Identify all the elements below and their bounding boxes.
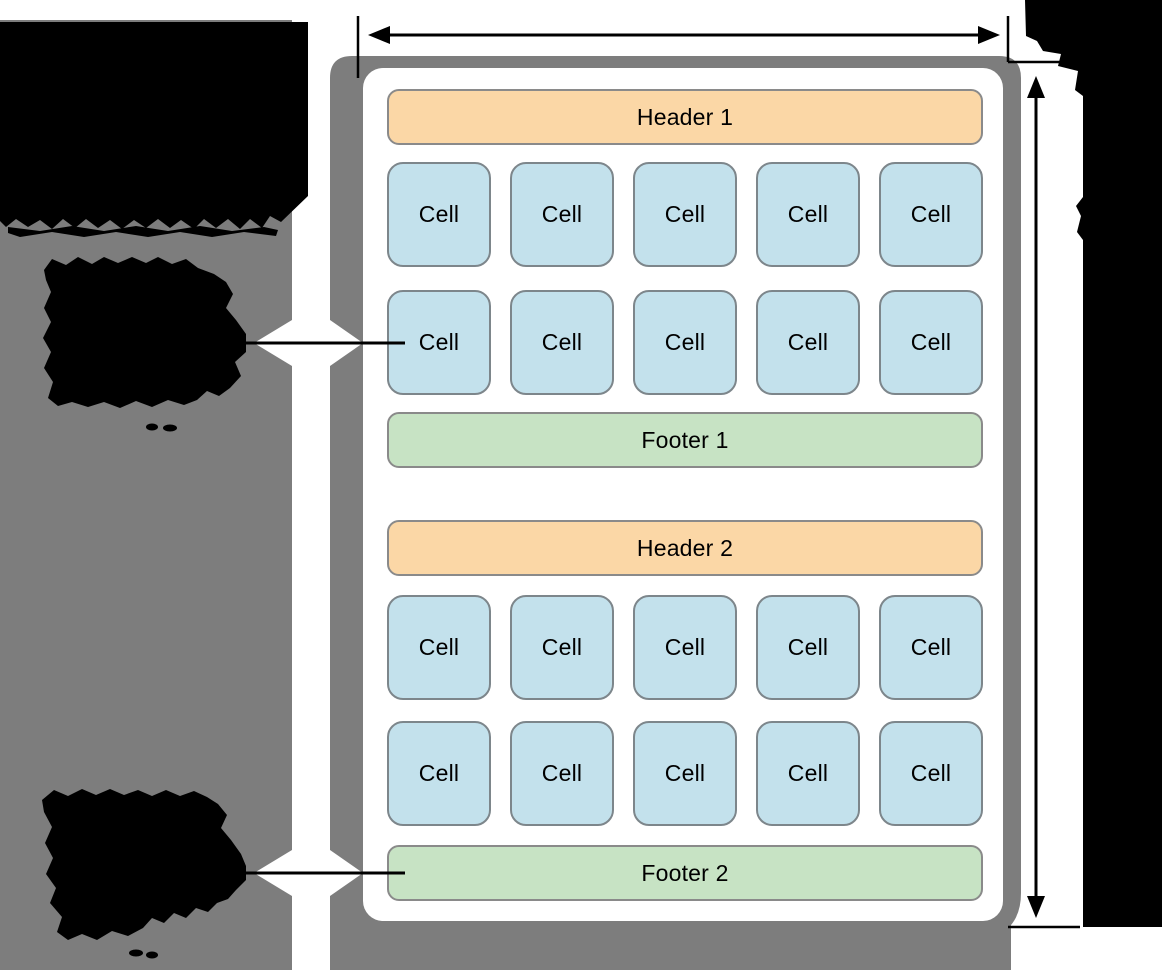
cell: Cell [387,721,491,826]
cell: Cell [879,290,983,395]
annotation-crumb [129,949,143,957]
arrowhead-up-icon [1027,76,1045,98]
section-1-footer: Footer 1 [387,412,983,468]
annotation-blob-bottom-left [42,789,246,940]
cell: Cell [510,290,614,395]
arrowhead-right-icon [978,26,1000,44]
cell: Cell [756,721,860,826]
height-dimension-arrow [1027,76,1045,918]
cell: Cell [879,595,983,700]
cell: Cell [510,595,614,700]
section-2-footer: Footer 2 [387,845,983,901]
cell: Cell [879,721,983,826]
cell: Cell [633,721,737,826]
arrowhead-left-icon [368,26,390,44]
width-dimension-arrow [368,26,1000,44]
annotation-blob-right-column [1025,0,1162,927]
cell: Cell [756,595,860,700]
arrowhead-down-icon [1027,896,1045,918]
cell: Cell [756,162,860,267]
annotation-crumb [146,423,158,431]
cell: Cell [633,290,737,395]
annotation-crumb [146,951,158,959]
content-panel [363,68,1003,921]
cell: Cell [633,595,737,700]
cell: Cell [756,290,860,395]
section-2-header: Header 2 [387,520,983,576]
cell: Cell [510,721,614,826]
cell: Cell [387,162,491,267]
cell: Cell [510,162,614,267]
annotation-blob-top-left [0,22,308,229]
annotation-crumb [163,424,177,432]
cell: Cell [633,162,737,267]
annotation-blob-top-left-fragment [8,226,278,237]
cell: Cell [879,162,983,267]
section-1-header: Header 1 [387,89,983,145]
cell: Cell [387,290,491,395]
annotation-blob-middle-left [43,257,246,408]
cell: Cell [387,595,491,700]
